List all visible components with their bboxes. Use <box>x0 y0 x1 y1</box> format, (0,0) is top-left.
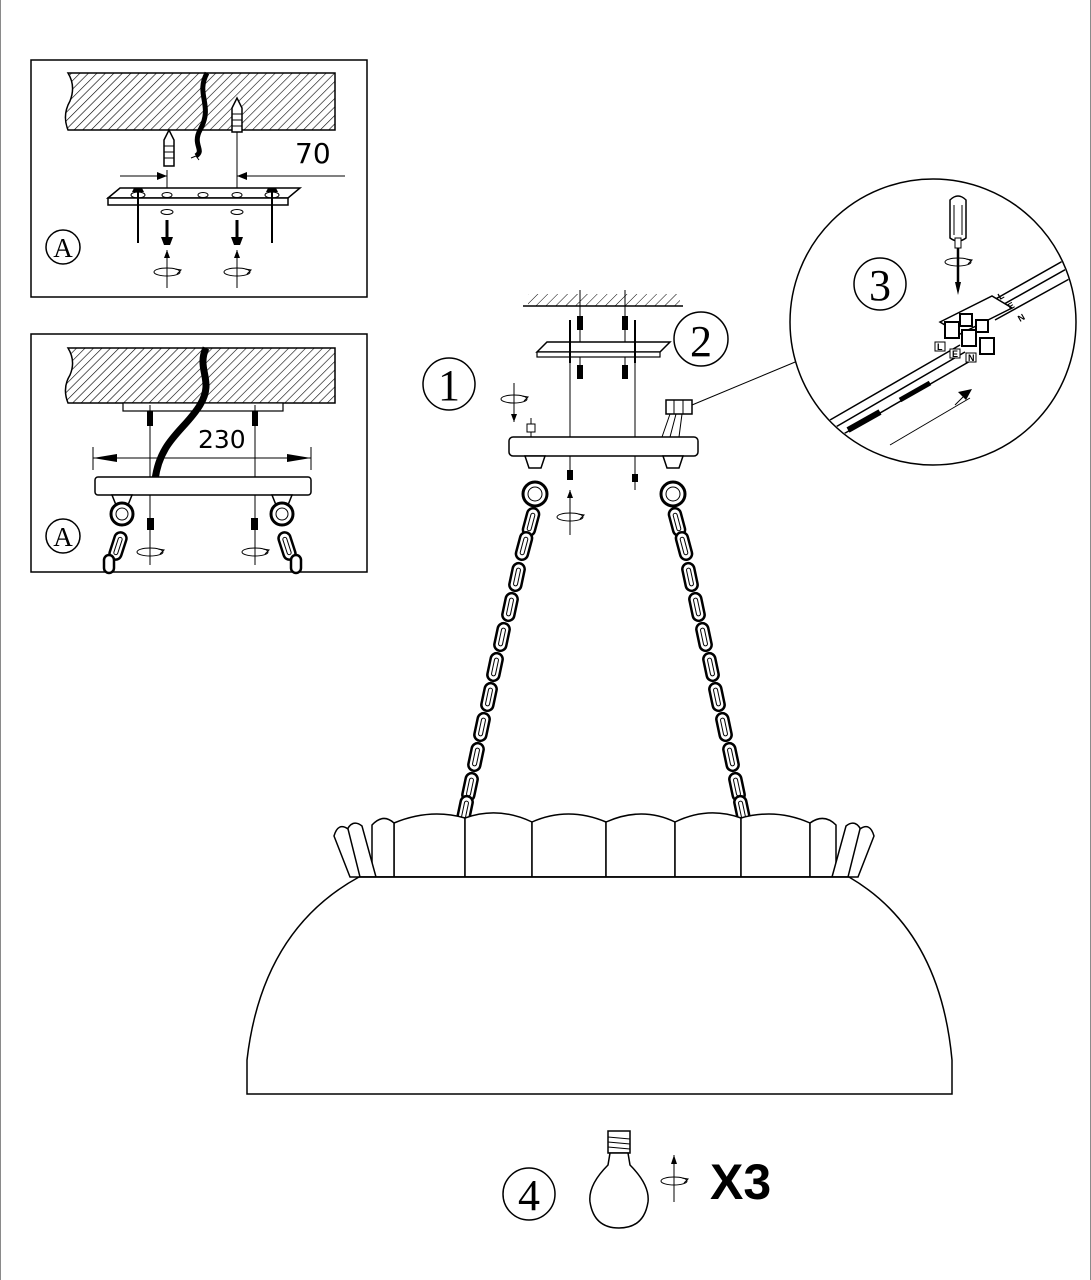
dimension-70-label: 70 <box>295 137 331 170</box>
terminal-block-icon <box>661 399 693 438</box>
dimension-230-label: 230 <box>198 425 246 454</box>
bowl-shade <box>246 812 953 1095</box>
canopy-plate <box>508 436 699 457</box>
ceiling-mount-assembly: 1 2 <box>422 290 801 535</box>
detail-panel-bottom: 230 A <box>30 333 368 575</box>
svg-text:E: E <box>1006 300 1016 312</box>
hook-ring-right <box>269 494 295 527</box>
bulb-step: 4 X3 <box>502 1130 771 1229</box>
screwdriver-icon <box>949 195 967 295</box>
power-cable <box>194 71 210 159</box>
marker-a-label: A <box>53 522 73 552</box>
step-1-label: 1 <box>438 361 460 410</box>
chain-icon <box>102 529 303 575</box>
light-bulb-icon <box>589 1130 649 1229</box>
screw-icon <box>160 209 174 245</box>
step-4-circle <box>502 1167 556 1221</box>
screw-anchor-icon <box>163 128 175 167</box>
step-3-label: 3 <box>869 261 891 310</box>
bulb-quantity-label: X3 <box>710 1154 771 1210</box>
wire-label-n: N <box>968 353 975 363</box>
step-2-circle <box>673 311 729 367</box>
canopy-plate <box>94 476 312 496</box>
step-4-label: 4 <box>518 1171 540 1220</box>
chain-icon <box>666 505 753 827</box>
marker-a-circle <box>45 518 81 554</box>
step-2-label: 2 <box>690 317 712 366</box>
terminal-block-icon <box>938 295 1014 355</box>
detail-panel-top: 70 A <box>30 59 368 298</box>
step-3-circle <box>853 257 907 311</box>
hook-ring-right <box>659 455 687 508</box>
screw-anchor-icon <box>231 96 243 133</box>
power-cable <box>151 346 210 481</box>
mounting-bar <box>535 341 672 353</box>
hook-ring-left <box>109 494 135 527</box>
chain-icon <box>454 505 542 827</box>
wire-label-e: E <box>952 349 958 359</box>
screw-icon <box>230 209 244 245</box>
marker-a-label: A <box>53 233 73 263</box>
wire-label-l: L <box>937 342 943 352</box>
svg-text:N: N <box>1016 312 1027 324</box>
wiring-detail-circle: L E N L E N 3 <box>789 178 1077 466</box>
marker-a-circle <box>45 229 81 265</box>
step-1-circle <box>422 357 476 411</box>
svg-text:L: L <box>996 290 1006 302</box>
hook-ring-left <box>521 455 549 508</box>
